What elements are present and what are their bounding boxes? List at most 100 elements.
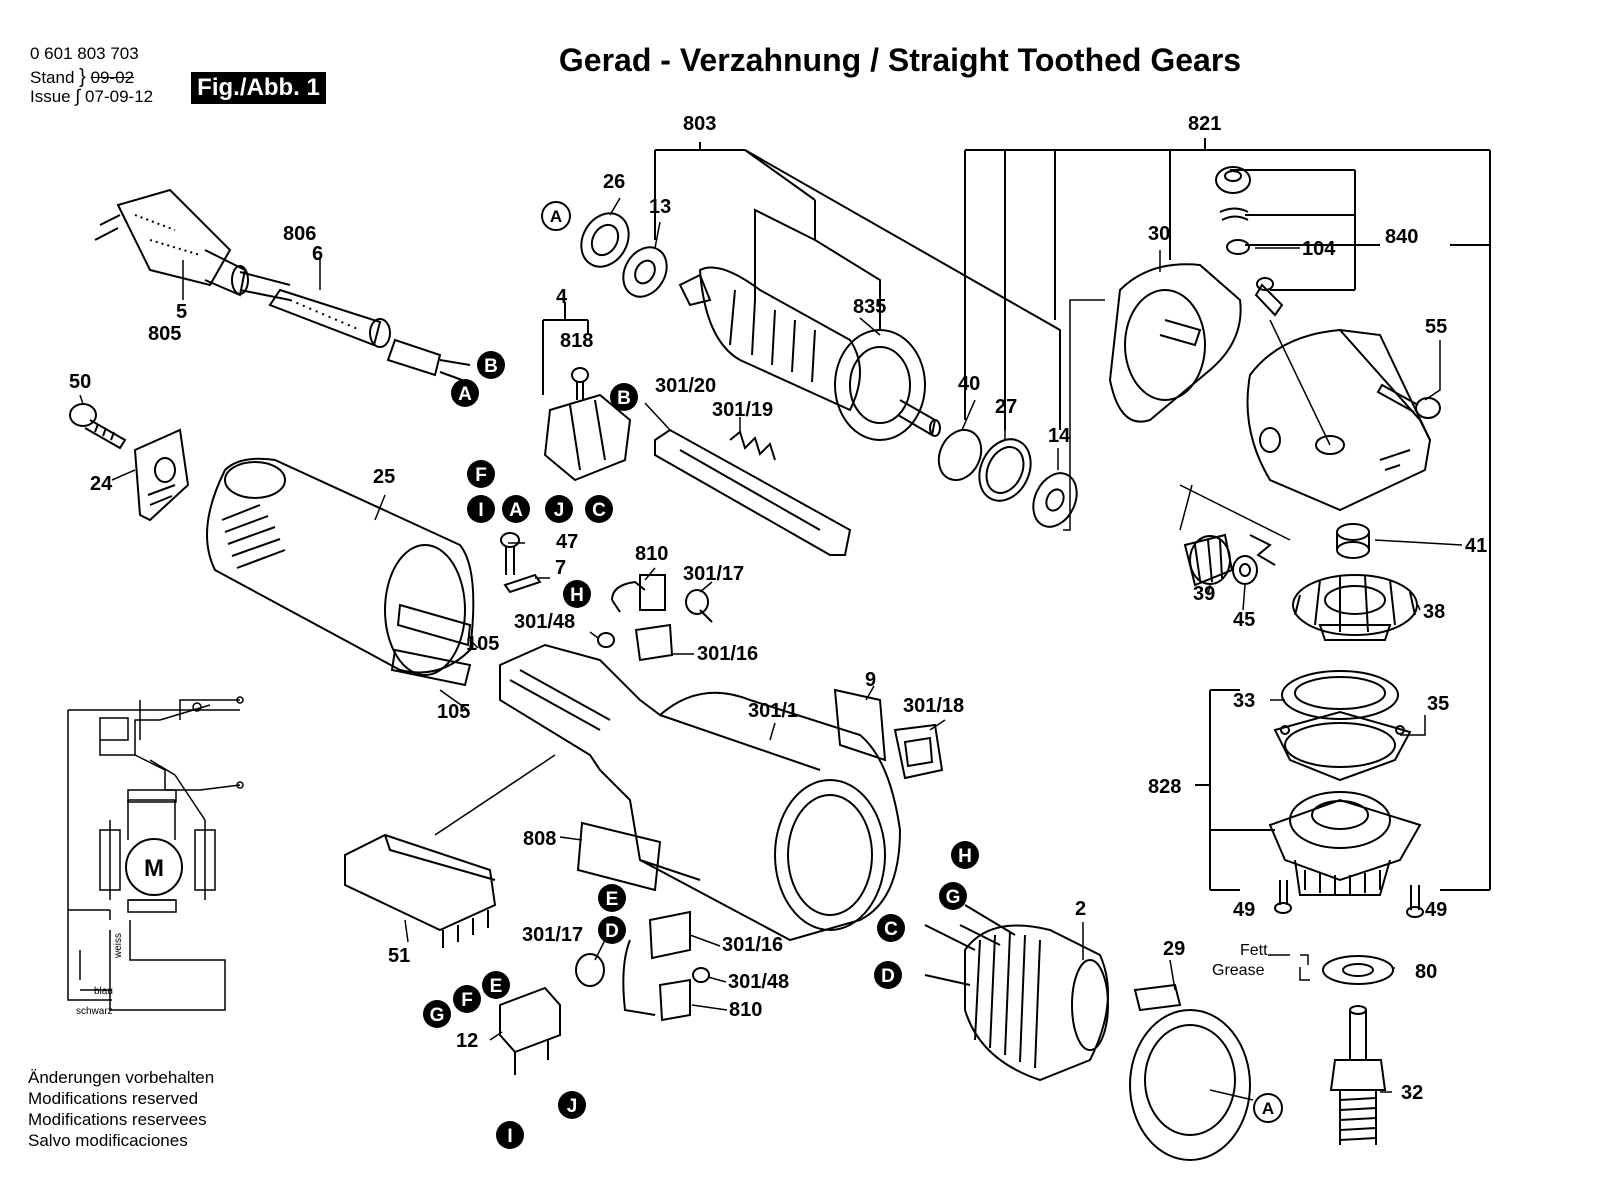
stand-date: 09-02 (90, 68, 135, 87)
baffle-30 (1108, 263, 1242, 423)
pinion-39 (1183, 533, 1234, 587)
label-301-48-bottom: 301/48 (728, 971, 789, 993)
svg-text:J: J (567, 1096, 578, 1117)
svg-text:D: D (605, 921, 619, 942)
connector-H-brush: H (563, 580, 591, 608)
label-301-16-bottom: 301/16 (722, 934, 783, 956)
connector-H-coil: H (951, 841, 979, 869)
issue-date: 07-09-12 (85, 87, 154, 106)
wire-blau: blau (94, 986, 113, 997)
svg-text:A: A (550, 207, 562, 226)
connector-D-coil: D (874, 961, 902, 989)
connector-D-bottom-brush: D (598, 916, 626, 944)
label-105-b: 105 (437, 701, 470, 723)
svg-text:C: C (592, 500, 606, 521)
label-810-top: 810 (635, 543, 668, 565)
connector-E-suppressor: E (482, 971, 510, 999)
label-5: 5 (176, 301, 187, 323)
label-301-1: 301/1 (748, 700, 798, 722)
svg-text:C: C (884, 919, 898, 940)
guard-29 (1129, 983, 1251, 1161)
spindle-lock-parts-104 (1215, 166, 1284, 317)
issue-label: Issue (30, 87, 71, 106)
armature-835 (678, 266, 941, 441)
label-301-48-top: 301/48 (514, 611, 575, 633)
cable-sleeve (239, 271, 471, 381)
screw-49-right (1406, 885, 1424, 918)
label-35: 35 (1427, 693, 1449, 715)
connector-A-outline-top: A (541, 201, 571, 231)
type-plate-808 (576, 821, 662, 892)
bracket-803 (654, 142, 1061, 430)
svg-text:I: I (478, 500, 483, 521)
page-title: Gerad - Verzahnung / Straight Toothed Ge… (558, 42, 1242, 78)
svg-text:B: B (617, 388, 631, 409)
svg-text:A: A (1262, 1099, 1274, 1118)
connector-G-suppressor: G (423, 1000, 451, 1028)
brush-pair-bottom (575, 910, 710, 1022)
connector-J-holder: J (545, 495, 573, 523)
connector-B-holder: B (610, 383, 638, 411)
washer-80 (1299, 954, 1394, 985)
connector-C-holder: C (585, 495, 613, 523)
connector-B-cable: B (477, 351, 505, 379)
label-4: 4 (556, 286, 568, 308)
wire-weiss: weiss (113, 933, 124, 959)
note-es: Salvo modificaciones (28, 1131, 188, 1150)
field-coil-2 (924, 904, 1109, 1082)
label-9: 9 (865, 669, 876, 691)
label-26: 26 (603, 171, 625, 193)
screw-47-clip-7 (500, 532, 542, 594)
label-301-16-top: 301/16 (697, 643, 758, 665)
label-25: 25 (373, 466, 395, 488)
label-828: 828 (1148, 776, 1181, 798)
label-840: 840 (1385, 226, 1418, 248)
label-301-18: 301/18 (903, 695, 964, 717)
connector-I-capacitor: I (496, 1121, 524, 1149)
wiring-schematic (67, 696, 244, 1011)
screw-49-left (1274, 880, 1292, 914)
connector-tags: A B A B F I A J (423, 201, 1283, 1149)
note-de: Änderungen vorbehalten (28, 1068, 215, 1087)
ring-27 (978, 438, 1032, 502)
screw-55 (1376, 383, 1441, 419)
part-number: 0 601 803 703 (30, 44, 139, 63)
label-51: 51 (388, 945, 410, 967)
label-50: 50 (69, 371, 91, 393)
label-13: 13 (649, 196, 671, 218)
label-fett: Fett (1240, 942, 1268, 959)
flange-35 (1273, 710, 1412, 782)
switch-lever-301-18 (893, 723, 944, 780)
needle-bearing-41 (1336, 523, 1370, 559)
label-301-17-bottom: 301/17 (522, 924, 583, 946)
label-12: 12 (456, 1030, 478, 1052)
label-45: 45 (1233, 609, 1255, 631)
svg-text:J: J (554, 500, 565, 521)
connector-A-outline-bottom: A (1253, 1093, 1283, 1123)
label-38: 38 (1423, 601, 1445, 623)
label-30: 30 (1148, 223, 1170, 245)
label-821: 821 (1188, 113, 1221, 135)
stand-label: Stand (30, 68, 75, 87)
connector-J-capacitor: J (558, 1091, 586, 1119)
label-plate-9 (833, 688, 887, 762)
bracket-828 (1195, 689, 1275, 891)
label-41: 41 (1465, 535, 1487, 557)
disclaimer-notes: Änderungen vorbehalten Modifications res… (28, 1067, 214, 1151)
label-301-17-top: 301/17 (683, 563, 744, 585)
label-32: 32 (1401, 1082, 1423, 1104)
spindle-32 (1329, 1005, 1387, 1145)
label-6: 6 (312, 243, 323, 265)
wire-schwarz: schwarz (76, 1006, 113, 1017)
connector-F-holder: F (467, 460, 495, 488)
svg-text:I: I (507, 1126, 512, 1147)
svg-text:H: H (958, 846, 972, 867)
svg-text:A: A (509, 500, 523, 521)
spring-clip (1249, 534, 1276, 566)
label-39: 39 (1193, 583, 1215, 605)
svg-text:F: F (475, 465, 487, 486)
spring-301-19 (729, 430, 776, 461)
brush-holder-4 (543, 367, 632, 482)
bracket-840 (1230, 169, 1490, 291)
svg-text:F: F (461, 990, 473, 1011)
